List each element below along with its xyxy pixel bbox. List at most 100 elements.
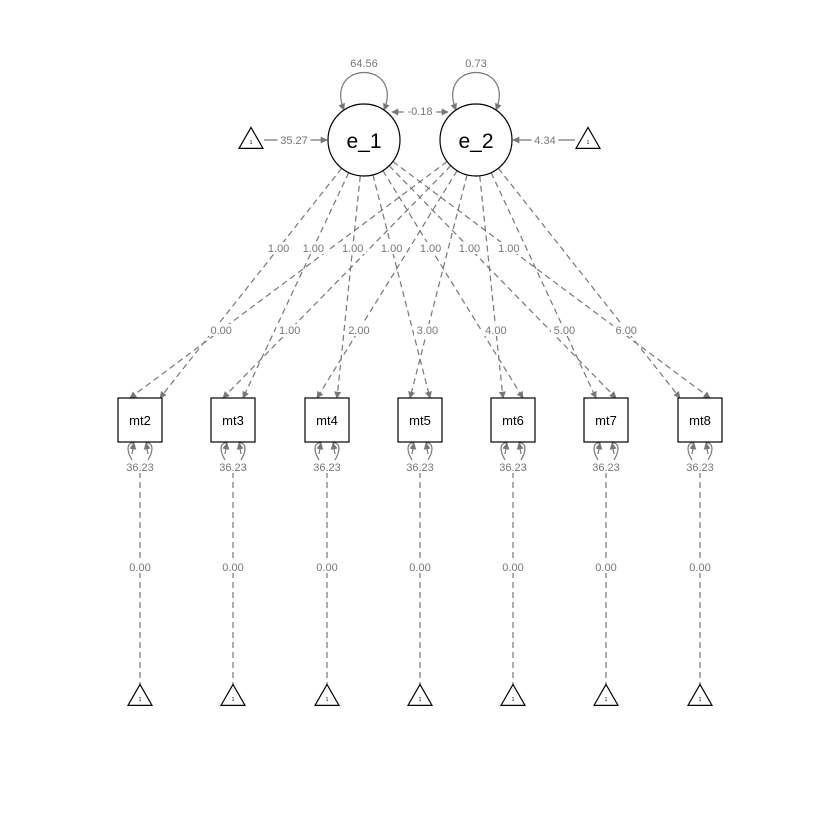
residual-label: 36.23 [126, 462, 154, 474]
manifest-label: mt5 [409, 413, 431, 428]
constant-triangle [574, 126, 602, 149]
loading-label: 1.00 [268, 243, 289, 255]
label-background [482, 324, 510, 336]
label-background [495, 242, 523, 254]
manifest-node-mt6 [490, 397, 536, 443]
label-background [417, 242, 444, 254]
label-background [277, 134, 311, 146]
manifest-intercept-label: 0.00 [222, 562, 243, 574]
loading-arrow-e_1-mt3 [242, 172, 350, 399]
residual-label: 36.23 [592, 462, 620, 474]
manifest-label: mt4 [316, 413, 338, 428]
manifest-intercept-label: 0.00 [595, 562, 616, 574]
label-background [406, 561, 434, 573]
loading-arrow-e_2-mt3 [222, 165, 452, 399]
loading-arrow-e_1-mt7 [388, 165, 617, 399]
label-background [339, 242, 367, 254]
residual-arrow [409, 442, 417, 455]
residual-arrow [129, 442, 137, 455]
residual-label: 36.23 [219, 462, 247, 474]
loading-label: 1.00 [381, 243, 402, 255]
constant-label: 1 [139, 697, 142, 703]
label-background [123, 461, 157, 473]
residual-label: 36.23 [313, 462, 341, 474]
loading-label: 1.00 [420, 243, 441, 255]
label-background [347, 57, 381, 69]
manifest-node-mt4 [304, 397, 350, 443]
residual-arrow [143, 442, 151, 455]
label-background [499, 561, 527, 573]
loading-arrow-e_1-mt4 [334, 175, 361, 399]
residual-arrow [516, 442, 524, 455]
manifest-node-mt7 [583, 397, 629, 443]
residual-loop [220, 442, 246, 461]
constant-label: 1 [512, 697, 515, 703]
residual-arrow [236, 442, 244, 455]
constant-label: 1 [605, 697, 608, 703]
residual-loop [127, 442, 153, 461]
constant-triangle [126, 683, 154, 706]
label-background [531, 134, 559, 146]
residual-label: 36.23 [499, 462, 527, 474]
manifest-label: mt8 [689, 413, 711, 428]
label-background [589, 461, 623, 473]
loading-arrow-e_2-mt8 [497, 167, 681, 399]
loading-label: 5.00 [554, 325, 575, 337]
loading-label: 1.00 [279, 325, 300, 337]
loading-label: 1.00 [303, 243, 324, 255]
latent-label: e_2 [458, 130, 493, 153]
residual-loop [500, 442, 526, 461]
edges-layer [127, 71, 713, 688]
residual-arrow [423, 442, 431, 455]
manifest-intercept-label: 0.00 [129, 562, 150, 574]
residual-arrow [689, 442, 697, 455]
label-background [276, 324, 304, 336]
loading-label: 6.00 [616, 325, 637, 337]
residual-arrow [502, 442, 510, 455]
latent-variance-loop [338, 71, 390, 111]
loading-arrow-e_2-mt6 [479, 175, 506, 399]
label-background [216, 461, 250, 473]
label-background [612, 324, 640, 336]
residual-arrow [703, 442, 711, 455]
manifest-intercept-label: 0.00 [502, 562, 523, 574]
constant-label: 1 [250, 140, 253, 146]
constant-label: 1 [587, 140, 590, 146]
latent-variance-label: 64.56 [350, 58, 378, 70]
latent-variance-label: 0.73 [465, 58, 486, 70]
manifest-node-mt8 [677, 397, 723, 443]
label-background [219, 561, 247, 573]
constant-label: 1 [419, 697, 422, 703]
loading-label: 0.00 [210, 325, 231, 337]
label-background [313, 561, 341, 573]
manifest-node-mt5 [397, 397, 443, 443]
loading-arrow-e_1-mt5 [372, 174, 432, 399]
label-background [345, 324, 373, 336]
residual-loop [687, 442, 713, 461]
residual-loop [407, 442, 433, 461]
loading-arrow-e_1-mt2 [159, 167, 343, 399]
label-background [403, 461, 437, 473]
constant-triangle [219, 683, 247, 706]
constant-triangle [313, 683, 341, 706]
label-background [265, 242, 293, 254]
residual-label: 36.23 [406, 462, 434, 474]
loading-arrow-e_1-mt8 [392, 161, 711, 399]
constant-label: 1 [232, 697, 235, 703]
label-background [462, 57, 490, 69]
constant-triangle [406, 683, 434, 706]
manifest-label: mt2 [129, 413, 151, 428]
loading-arrow-e_1-mt6 [382, 170, 524, 399]
loading-label: 1.00 [498, 243, 519, 255]
manifest-label: mt6 [502, 413, 524, 428]
loading-label: 1.00 [342, 243, 363, 255]
label-background [413, 324, 441, 336]
loading-arrow-e_2-mt7 [490, 172, 597, 399]
label-background [496, 461, 530, 473]
manifest-intercept-label: 0.00 [689, 562, 710, 574]
label-background [456, 242, 483, 254]
loading-arrow-e_2-mt5 [408, 174, 468, 399]
